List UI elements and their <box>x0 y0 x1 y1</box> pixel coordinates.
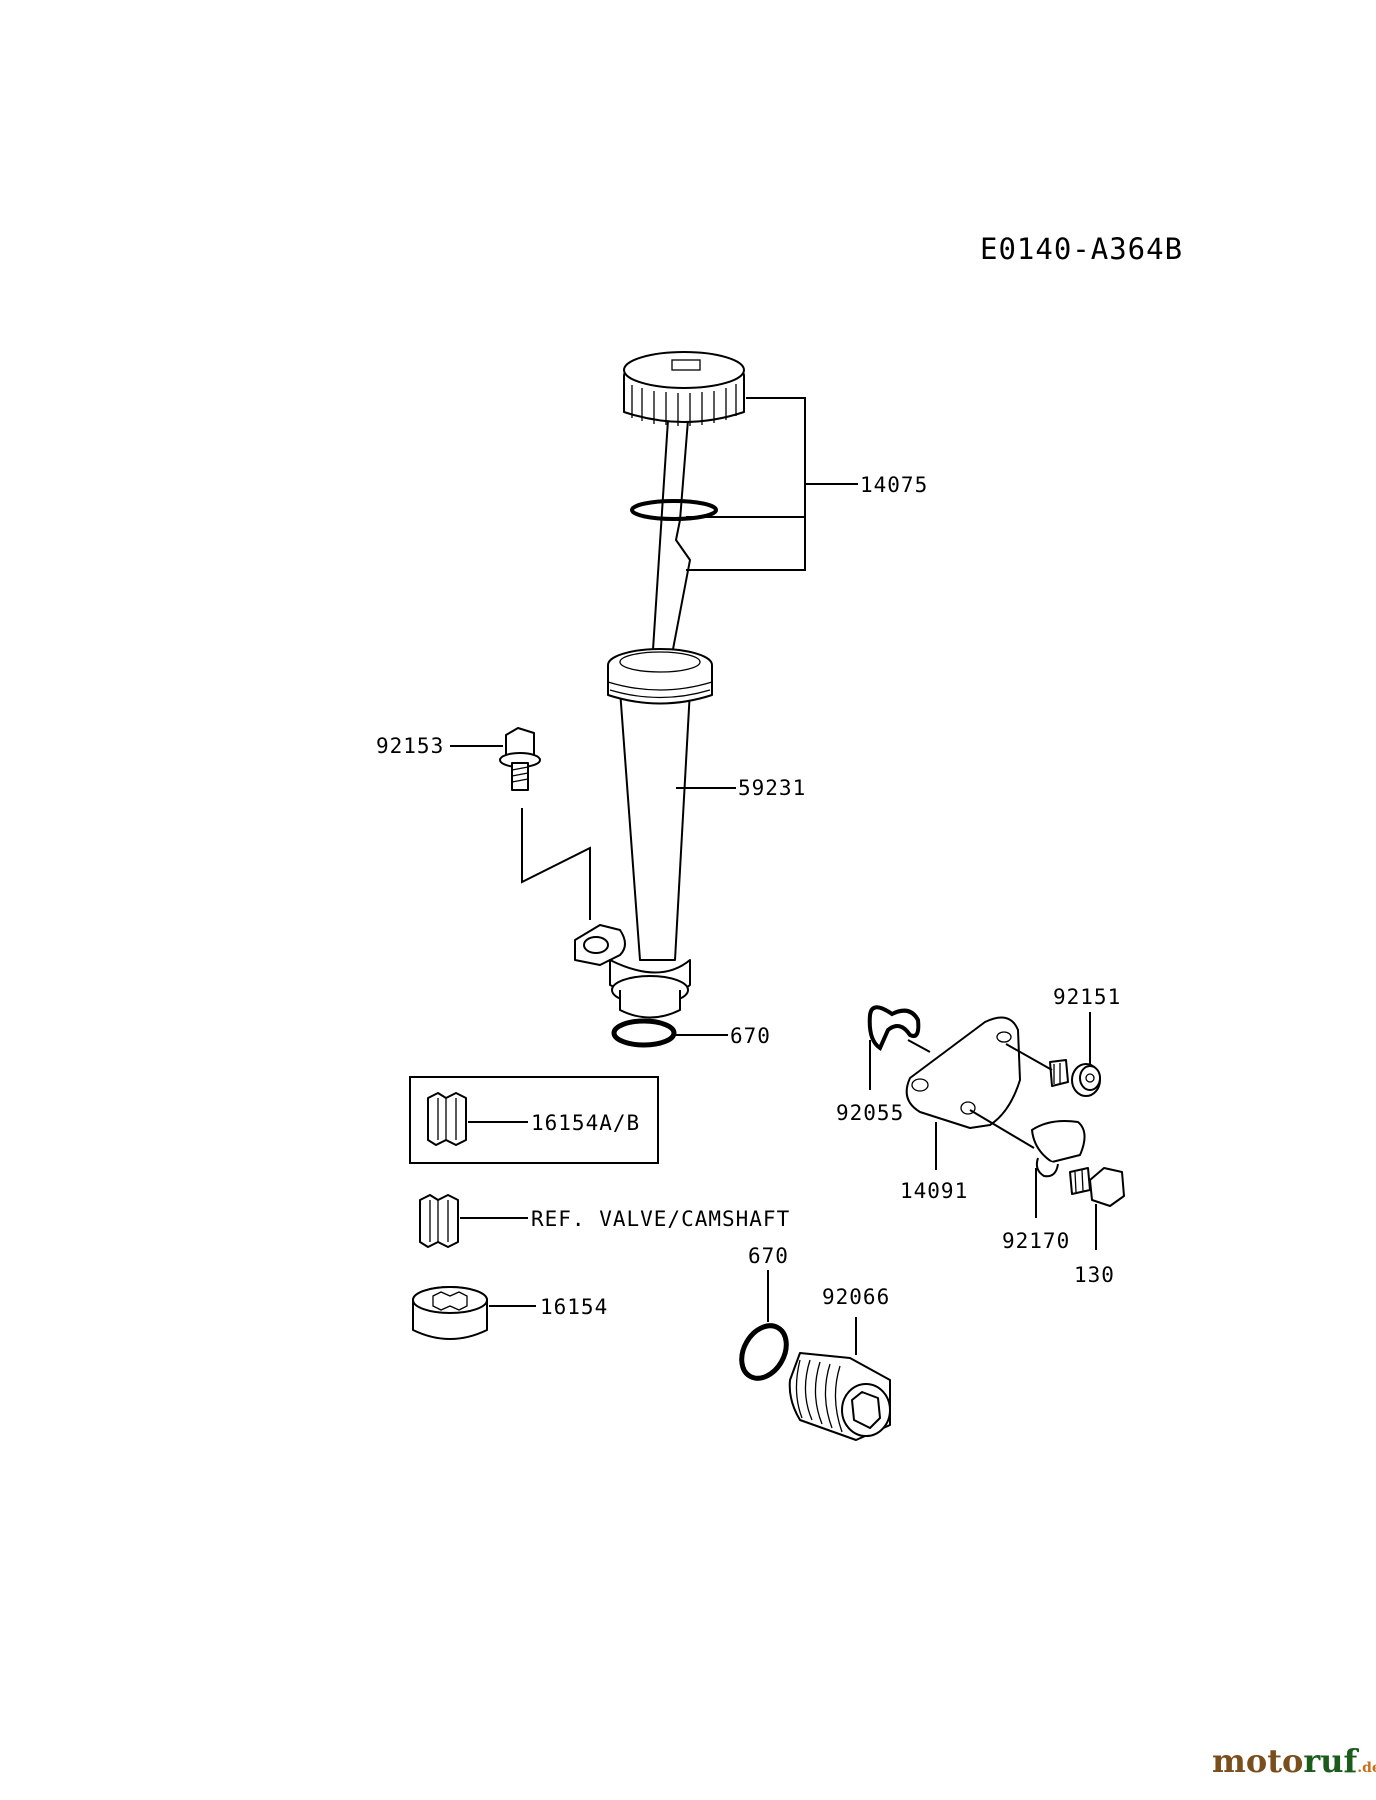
bolt-130 <box>1069 1167 1125 1207</box>
label-92153: 92153 <box>376 734 444 758</box>
diagram-code: E0140-A364B <box>980 232 1183 266</box>
label-670-top: 670 <box>730 1024 771 1048</box>
label-16154: 16154 <box>540 1295 608 1319</box>
label-59231: 59231 <box>738 776 806 800</box>
leader-14075 <box>686 397 858 571</box>
bracket-14091 <box>905 1016 1021 1129</box>
gear-16154 <box>412 1286 488 1340</box>
leader-92151 <box>1005 1012 1091 1071</box>
installation-line-92153 <box>521 808 591 920</box>
label-92151: 92151 <box>1053 985 1121 1009</box>
option-box-16154AB <box>409 1076 659 1164</box>
bolt-92153 <box>499 727 541 791</box>
label-14075: 14075 <box>860 473 928 497</box>
label-ref-valve-camshaft: REF. VALVE/CAMSHAFT <box>531 1207 790 1231</box>
leader-92055 <box>869 1039 931 1090</box>
screw-92151 <box>1049 1059 1101 1097</box>
dipstick-14075 <box>623 351 745 666</box>
o-ring-670-bottom <box>739 1323 789 1381</box>
plug-92066 <box>788 1352 891 1441</box>
label-92066: 92066 <box>822 1285 890 1309</box>
dipstick-tube-59231 <box>574 648 713 1019</box>
label-92170: 92170 <box>1002 1229 1070 1253</box>
label-130: 130 <box>1074 1263 1115 1287</box>
clamp-92170 <box>1031 1120 1086 1178</box>
clip-92055 <box>867 1005 921 1051</box>
gear-ref-camshaft <box>419 1194 459 1248</box>
label-16154AB: 16154A/B <box>531 1111 640 1135</box>
gear-16154AB <box>427 1092 467 1146</box>
svg-text:motoruf.de: motoruf.de <box>1212 1742 1376 1780</box>
label-670-bottom: 670 <box>748 1244 789 1268</box>
label-92055: 92055 <box>836 1101 904 1125</box>
label-14091: 14091 <box>900 1179 968 1203</box>
leader-92170 <box>969 1109 1037 1218</box>
o-ring-670-top <box>611 1018 677 1048</box>
motoruf-logo: motoruf.de <box>1212 1742 1376 1780</box>
